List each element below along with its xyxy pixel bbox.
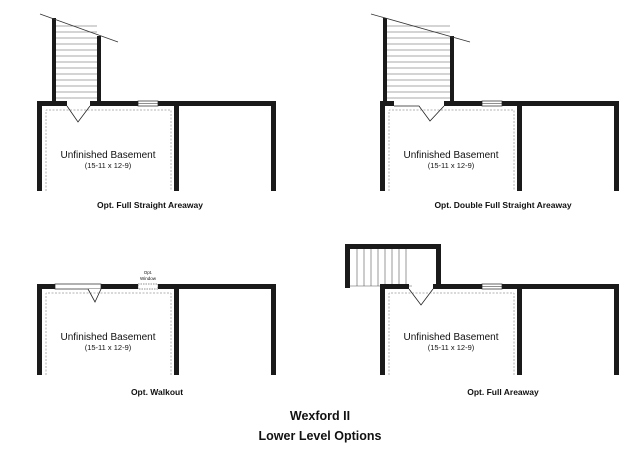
interior-outline: [388, 109, 515, 191]
window: [137, 100, 159, 107]
room-dimensions: (15-11 x 12-9): [428, 343, 475, 352]
plan-walkout: Opt. Window Unfinished Basement (15-11 x…: [37, 270, 276, 397]
room-dimensions: (15-11 x 12-9): [85, 161, 132, 170]
interior-outline: [45, 292, 172, 375]
window-label: Opt.: [144, 270, 153, 275]
areaway-stairs: [345, 244, 441, 288]
window: [137, 283, 159, 290]
walkout-door: [54, 283, 102, 303]
door-swing: [394, 105, 445, 122]
basement-walls: [37, 101, 276, 191]
areaway-stairs: [39, 13, 119, 104]
interior-outline: [45, 109, 172, 191]
basement-walls: [380, 284, 619, 375]
plan-caption: Opt. Walkout: [131, 387, 183, 397]
room-dimensions: (15-11 x 12-9): [428, 161, 475, 170]
plan-caption: Opt. Full Areaway: [467, 387, 539, 397]
page-subtitle: Lower Level Options: [258, 429, 382, 443]
door-swing: [408, 288, 434, 306]
room-name: Unfinished Basement: [60, 150, 155, 161]
door-swing: [66, 105, 91, 123]
window-label: Window: [140, 276, 157, 281]
plan-caption: Opt. Full Straight Areaway: [97, 200, 203, 210]
areaway-stairs: [370, 13, 471, 104]
room-dimensions: (15-11 x 12-9): [85, 343, 132, 352]
window: [481, 100, 503, 107]
model-title: Wexford II: [289, 409, 351, 423]
plan-full-areaway: Unfinished Basement (15-11 x 12-9) Opt. …: [345, 244, 619, 397]
plan-caption: Opt. Double Full Straight Areaway: [434, 200, 571, 210]
basement-walls: [37, 284, 276, 375]
interior-outline: [388, 292, 515, 375]
window: [481, 283, 503, 290]
room-name: Unfinished Basement: [403, 150, 498, 161]
plan-full-straight-areaway: Unfinished Basement (15-11 x 12-9) Opt. …: [37, 13, 276, 210]
room-name: Unfinished Basement: [60, 332, 155, 343]
room-name: Unfinished Basement: [403, 332, 498, 343]
plan-double-full-straight-areaway: Unfinished Basement (15-11 x 12-9) Opt. …: [370, 13, 619, 210]
basement-walls: [380, 101, 619, 191]
